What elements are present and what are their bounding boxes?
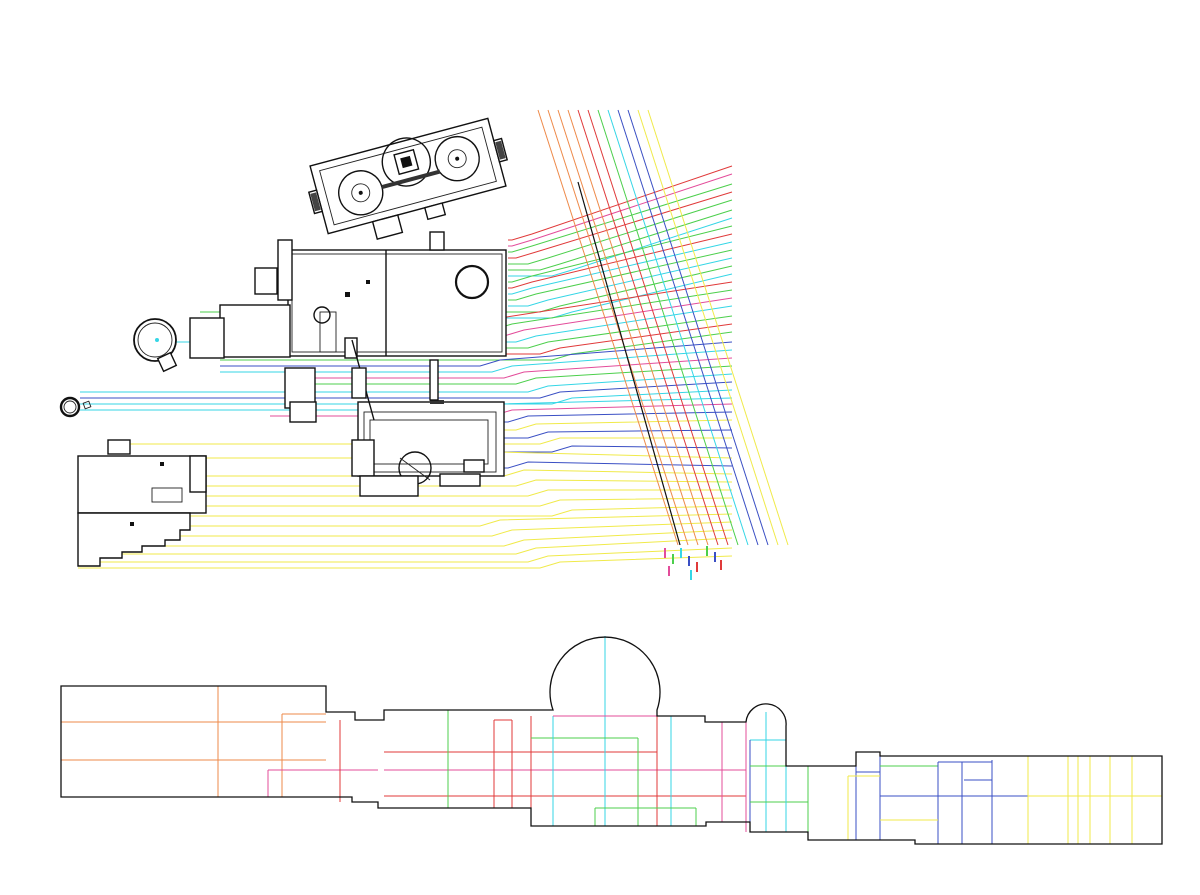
projection-line	[180, 513, 733, 527]
main-building	[189, 231, 507, 423]
dome-right	[434, 135, 480, 182]
level-marker	[696, 562, 698, 572]
projection-line	[290, 365, 733, 385]
elevation-outline	[60, 636, 1163, 845]
projection-line	[504, 429, 733, 439]
diagonal-line	[567, 109, 709, 546]
projection-lines	[78, 165, 733, 569]
projection-line	[508, 257, 733, 307]
level-marker	[672, 554, 674, 564]
round-tower	[454, 264, 490, 300]
diagonal-line	[617, 109, 759, 546]
lower-building	[351, 339, 505, 497]
twin-telescope-building	[307, 117, 509, 240]
projection-line	[508, 165, 733, 241]
small-ring	[59, 396, 92, 418]
diagonal-line	[577, 109, 719, 546]
diagonal-line	[547, 109, 689, 546]
projection-line	[508, 233, 733, 289]
dome-left	[338, 170, 384, 216]
diagonal-line	[637, 109, 779, 546]
projection-line	[508, 199, 733, 265]
projection-line	[78, 555, 733, 569]
diagonal-line	[647, 109, 789, 546]
level-marker	[720, 560, 722, 570]
diagonal-line	[597, 109, 739, 546]
level-marker	[664, 548, 666, 558]
level-marker	[690, 570, 692, 580]
level-markers	[664, 546, 722, 580]
projection-line	[100, 547, 733, 563]
level-marker	[714, 552, 716, 562]
projection-line	[290, 357, 733, 379]
round-pavilion	[133, 318, 178, 373]
projection-line	[504, 461, 733, 469]
projection-line	[508, 249, 733, 301]
projection-line	[504, 411, 733, 423]
projection-line	[504, 419, 733, 431]
projection-line	[508, 209, 733, 271]
projection-line	[220, 331, 733, 361]
diagonal-line	[557, 109, 699, 546]
diagonal-line	[607, 109, 749, 546]
elevation-section	[60, 636, 1163, 845]
projection-line	[190, 505, 733, 517]
projection-line	[508, 241, 733, 295]
diagonal-line	[587, 109, 729, 546]
diagonal-line	[537, 109, 679, 546]
axis-line	[577, 181, 681, 546]
projection-line	[508, 225, 733, 283]
stepped-building	[77, 439, 207, 567]
projection-line	[508, 191, 733, 259]
level-marker	[668, 566, 670, 576]
projection-line	[190, 497, 733, 507]
projection-line	[165, 521, 733, 537]
projection-line	[508, 217, 733, 277]
projection-line	[142, 529, 733, 547]
projection-line	[508, 173, 733, 247]
level-marker	[688, 556, 690, 566]
elevation-projection-lines	[61, 636, 1162, 844]
site-plan	[59, 109, 789, 580]
level-marker	[706, 546, 708, 556]
level-marker	[680, 548, 682, 558]
projection-line	[122, 537, 733, 555]
projection-line	[206, 489, 732, 497]
central-dome	[381, 137, 432, 187]
diagonal-line	[627, 109, 769, 546]
diagonal-grid-band	[537, 109, 789, 546]
projection-line	[130, 437, 732, 445]
